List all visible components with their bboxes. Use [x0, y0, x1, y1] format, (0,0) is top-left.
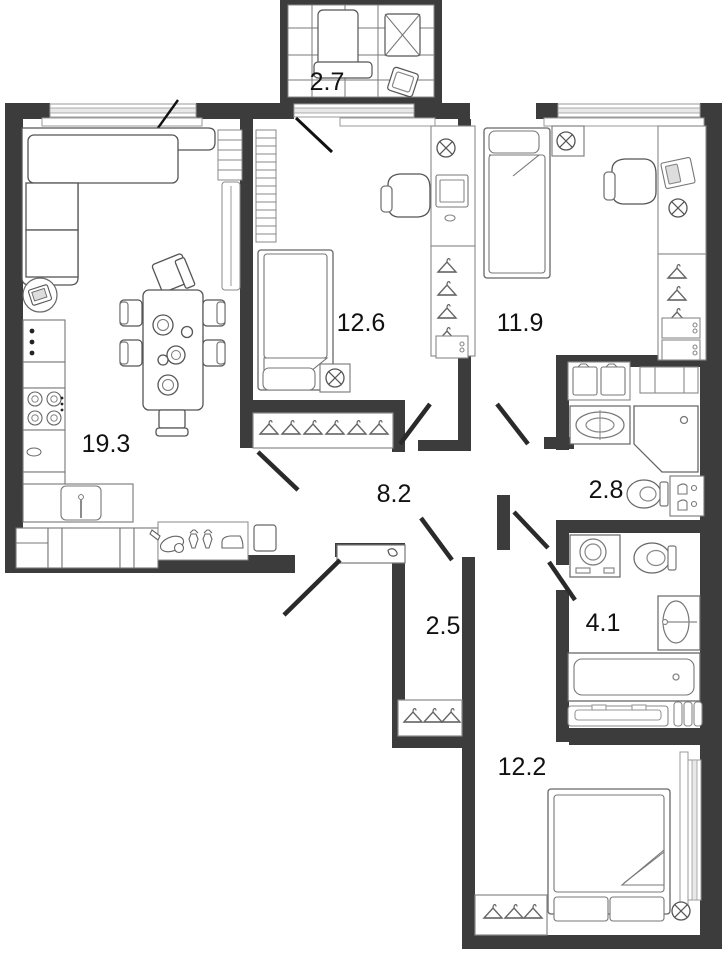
sofa-sectional [21, 127, 216, 286]
nightstand-bedroom2 [551, 125, 585, 157]
area-label-balcony: 2.7 [310, 68, 345, 96]
door-bedroom2-hall [495, 402, 530, 446]
radiator-bedroom1 [255, 129, 277, 243]
wardrobe-bedroom3 [474, 894, 548, 936]
wardrobe-right-bedroom2 [657, 125, 707, 361]
area-label-living-kitchen: 19.3 [82, 430, 131, 458]
bed-bedroom1 [257, 249, 334, 391]
area-label-bathroom-small: 2.8 [589, 476, 624, 504]
ceiling-fan-icon-bedroom2 [556, 131, 576, 151]
room-bedroom-3: 12.2 [474, 751, 702, 936]
armchair-bedroom2 [603, 158, 657, 205]
wardrobe-left-bedroom2 [430, 125, 476, 359]
ceiling-fan-icon-bedroom3 [671, 901, 691, 921]
door-entry [282, 558, 342, 617]
area-label-bathroom-large: 4.1 [586, 609, 621, 637]
bath-accessories [669, 475, 705, 517]
ceiling-fan-icon-bedroom1 [325, 368, 345, 388]
room-hallway: 8.2 [336, 480, 412, 564]
door-storage [419, 516, 454, 562]
door-bathroom-large [547, 560, 577, 602]
ceiling-fan-icon-bedroom2-left [436, 138, 456, 158]
utility-items [149, 521, 249, 561]
balcony-top-room: 2.7 [287, 4, 435, 98]
window-bedroom1 [293, 103, 436, 127]
tv-unit [15, 527, 159, 569]
leader-line-bedroom1 [294, 116, 334, 154]
room-bathroom-large: 4.1 [567, 534, 703, 727]
area-label-hallway: 8.2 [377, 480, 412, 508]
side-table [253, 524, 277, 552]
ceiling-fan-icon-bedroom2-right [668, 198, 688, 218]
bed-bedroom2 [483, 127, 551, 279]
armchair [151, 253, 196, 293]
cleaning-supplies-icon [188, 529, 213, 549]
toilet-large-bath [633, 542, 677, 574]
iron-icon [221, 535, 244, 549]
living-shelving [217, 129, 243, 291]
bathtub [567, 652, 701, 702]
area-label-bedroom3: 12.2 [498, 753, 547, 781]
area-label-storage: 2.5 [426, 612, 461, 640]
towel-shelf [567, 361, 699, 401]
nightstand-bedroom1 [319, 363, 351, 393]
room-bedroom-2: 11.9 [430, 103, 707, 361]
washbasin-small-bath [569, 405, 631, 445]
toilet-small-bath [626, 479, 669, 509]
door-bathroom-small [512, 510, 550, 550]
kitchen-stove [22, 387, 66, 431]
area-label-bedroom1: 12.6 [337, 309, 386, 337]
vacuum-cleaner-icon [149, 529, 185, 554]
door-living-to-hallway [256, 450, 300, 492]
room-storage: 2.5 [397, 612, 463, 737]
doors [256, 402, 577, 617]
window-bedroom2 [543, 103, 705, 127]
room-bathroom-small: 2.8 [567, 361, 705, 517]
balcony-furniture [313, 9, 421, 98]
window-bedroom3 [679, 751, 702, 908]
floor-lamp [22, 277, 58, 313]
double-bed [547, 788, 671, 922]
washbasin-large-bath [657, 595, 701, 651]
window-living-top [41, 103, 203, 127]
wardrobe-storage [397, 699, 463, 737]
corner-shower [633, 405, 699, 473]
washing-machine [569, 534, 621, 578]
radiator-bathroom [567, 701, 703, 727]
kitchen-sink [22, 483, 134, 523]
desk-chair-bedroom1 [380, 173, 431, 218]
dining-chairs [119, 299, 226, 367]
door-bedroom1-hall [398, 402, 432, 446]
room-living-kitchen: 19.3 [15, 99, 277, 569]
area-label-bedroom2: 11.9 [497, 309, 544, 337]
room-bedroom-1: 12.6 [252, 103, 436, 449]
wardrobe-bedroom1 [252, 412, 394, 449]
console-bench [336, 544, 406, 564]
